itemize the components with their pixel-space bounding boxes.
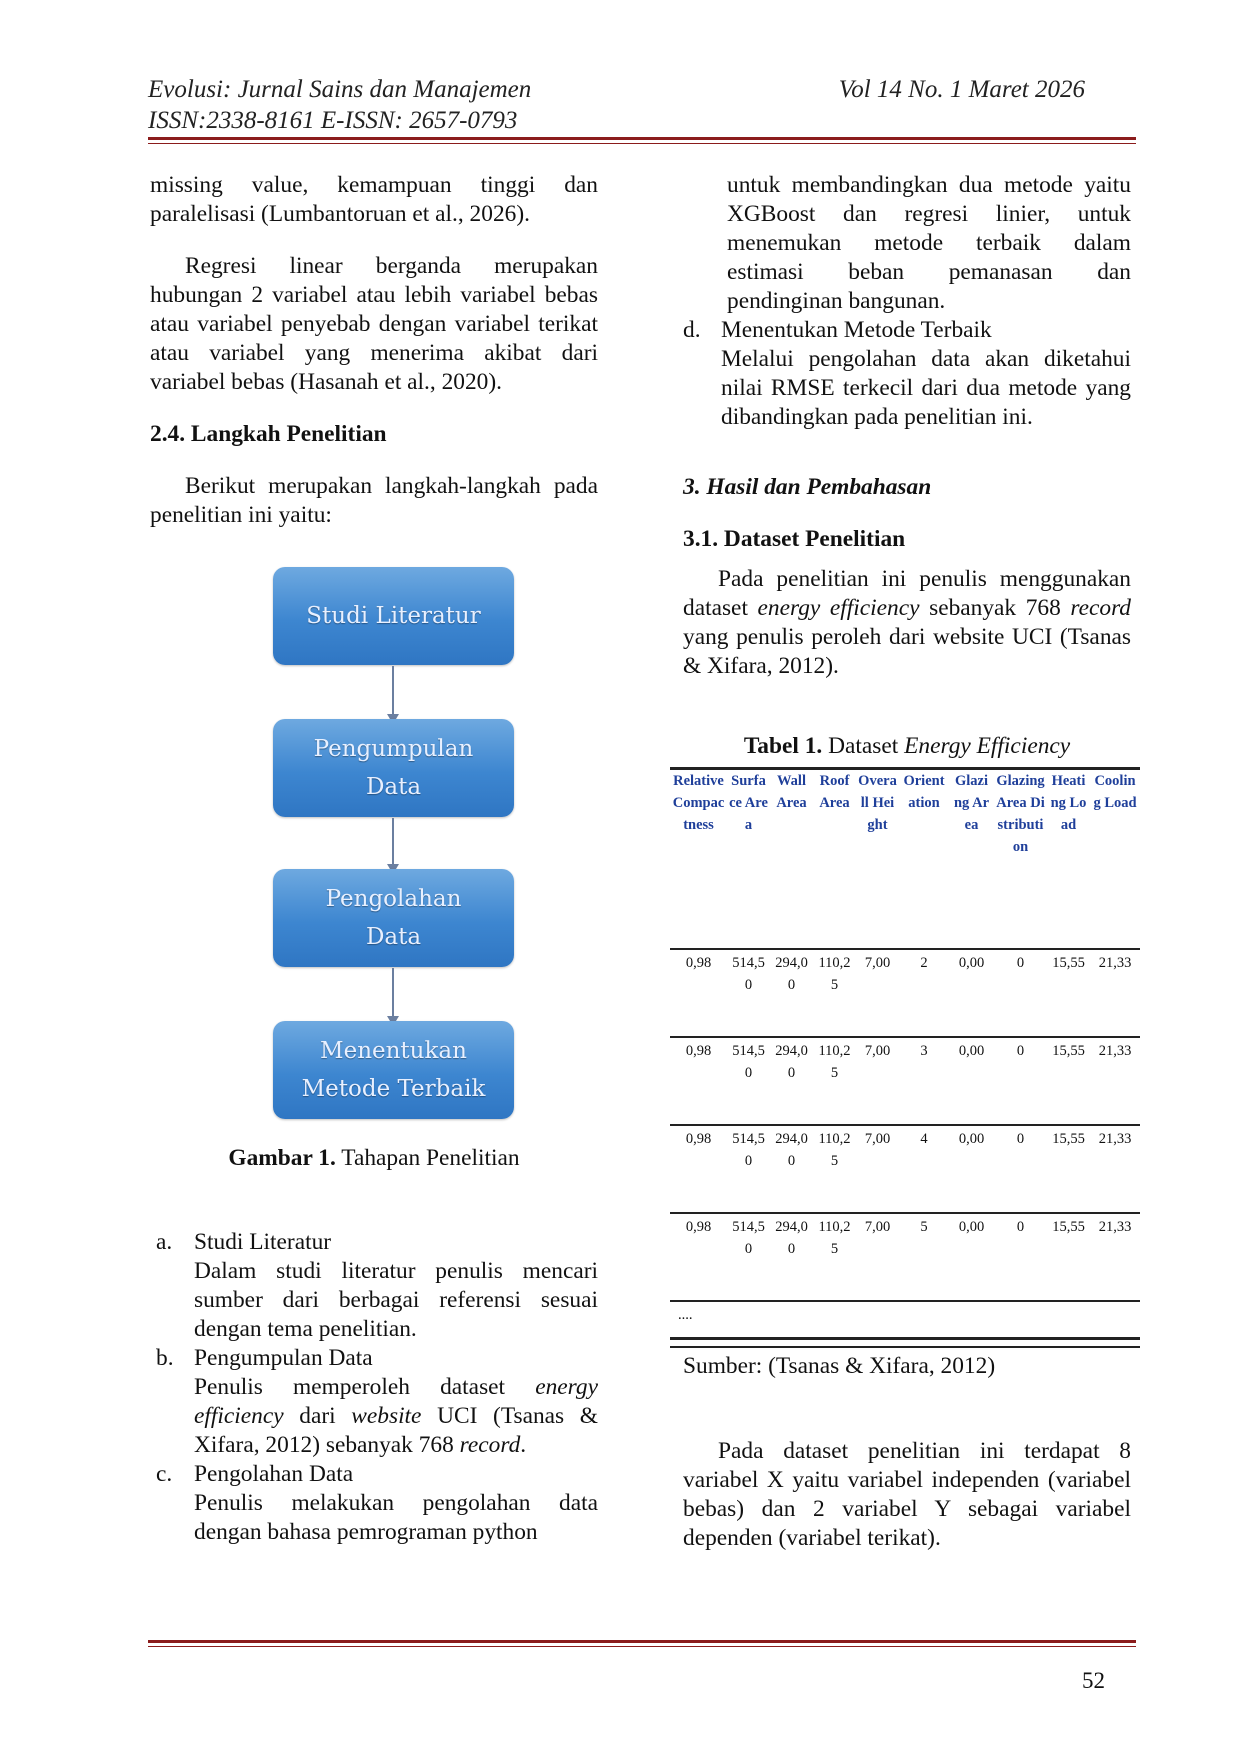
table-top-rule [670, 767, 1140, 770]
header-rule [148, 137, 1136, 140]
list-item-c-continued: untuk membandingkan dua metode yaitu XGB… [727, 172, 1131, 314]
footer-rule-thin [148, 1646, 1136, 1647]
section-heading-3: 3. Hasil dan Pembahasan [683, 474, 932, 500]
list-item-d: d. Menentukan Metode Terbaik Melalui pen… [683, 317, 1131, 430]
journal-volume: Vol 14 No. 1 Maret 2026 [838, 76, 1085, 103]
table-caption: Tabel 1. Dataset Energy Efficiency [743, 733, 1071, 759]
figure-caption: Gambar 1. Tahapan Penelitian [228, 1145, 520, 1171]
right-column: untuk membandingkan dua metode yaitu XGB… [683, 171, 1131, 681]
col-header: Surface Area [727, 770, 770, 950]
list-item-title: Studi Literatur [194, 1229, 332, 1255]
left-column: missing value, kemampuan tinggi dan para… [150, 171, 598, 530]
col-header: Cooling Load [1090, 770, 1140, 950]
list-item-title: Pengumpulan Data [194, 1345, 373, 1371]
paragraph-dataset: Pada penelitian ini penulis menggunakan … [683, 566, 1131, 679]
list-item-body: Melalui pengolahan data akan diketahui n… [721, 346, 1131, 430]
paragraph-variables: Pada dataset penelitian ini terdapat 8 v… [683, 1438, 1131, 1551]
table-header-row: Relative Compactness Surface Area Wall A… [670, 770, 1140, 950]
table-row-ellipsis: .... [670, 1301, 1140, 1348]
col-header: Glazing Area [949, 770, 994, 950]
col-header: Glazing Area Distribution [994, 770, 1047, 950]
footer-rule [148, 1640, 1136, 1643]
col-header: Overall Height [856, 770, 899, 950]
journal-title: Evolusi: Jurnal Sains dan Manajemen [148, 76, 532, 103]
flowchart-arrow [387, 968, 399, 1026]
flowchart-arrow [387, 818, 399, 874]
col-header: Roof Area [813, 770, 856, 950]
list-item-body: Dalam studi literatur penulis mencari su… [194, 1258, 598, 1342]
flowchart-arrow [387, 666, 399, 724]
list-item-c: c. Pengolahan Data Penulis melakukan pen… [156, 1461, 598, 1545]
page-number: 52 [1082, 1668, 1105, 1693]
list-item-title: Menentukan Metode Terbaik [721, 317, 992, 343]
section-heading-2-4: 2.4. Langkah Penelitian [150, 421, 387, 447]
paragraph-regresi: Regresi linear berganda merupakan hubung… [150, 253, 598, 395]
paragraph-langkah: Berikut merupakan langkah-langkah pada p… [150, 473, 598, 528]
list-item-body: Penulis memperoleh dataset energy effici… [194, 1374, 598, 1458]
list-item-title: Pengolahan Data [194, 1461, 354, 1487]
col-header: Heating Load [1047, 770, 1090, 950]
flowchart-box-studi-literatur: Studi Literatur [273, 567, 514, 665]
flowchart-box-menentukan-metode: Menentukan Metode Terbaik [273, 1021, 514, 1119]
col-header: Wall Area [770, 770, 813, 950]
flowchart-box-pengolahan-data: Pengolahan Data [273, 869, 514, 967]
list-item-body: Penulis melakukan pengolahan data dengan… [194, 1490, 598, 1545]
header-rule-thin [148, 143, 1136, 144]
steps-list: a. Studi Literatur Dalam studi literatur… [150, 1228, 598, 1547]
col-header: Orientation [899, 770, 949, 950]
list-item-a: a. Studi Literatur Dalam studi literatur… [156, 1229, 598, 1342]
col-header: Relative Compactness [670, 770, 727, 950]
flowchart-box-pengumpulan-data: Pengumpulan Data [273, 719, 514, 817]
table-bottom-rule [670, 1337, 1140, 1340]
dataset-table: Relative Compactness Surface Area Wall A… [670, 770, 1140, 1348]
journal-issn: ISSN:2338-8161 E-ISSN: 2657-0793 [148, 107, 518, 134]
paragraph-xgboost-end: missing value, kemampuan tinggi dan para… [150, 172, 598, 227]
section-heading-3-1: 3.1. Dataset Penelitian [683, 526, 906, 552]
table-source: Sumber: (Tsanas & Xifara, 2012) [683, 1353, 996, 1379]
list-item-b: b. Pengumpulan Data Penulis memperoleh d… [156, 1345, 598, 1458]
